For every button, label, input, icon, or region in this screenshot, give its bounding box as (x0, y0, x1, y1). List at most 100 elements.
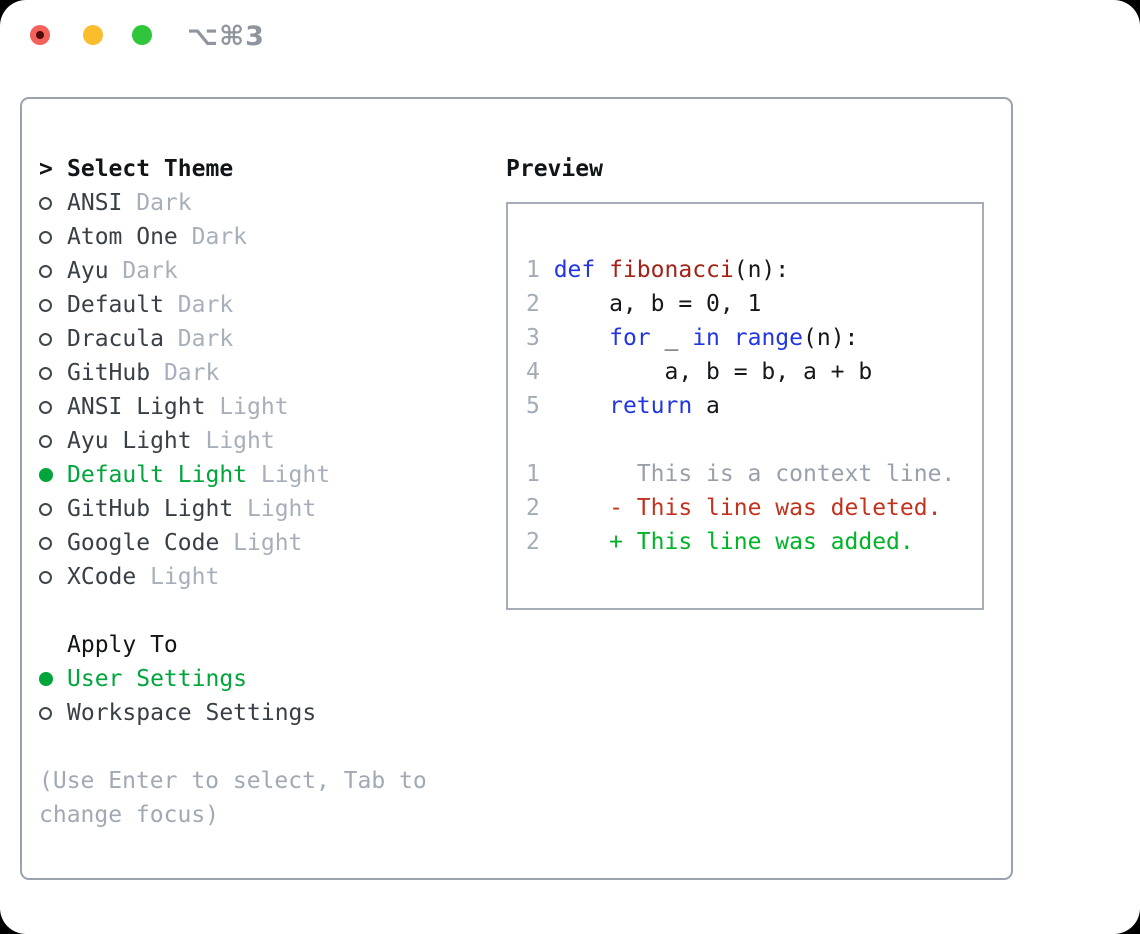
option-label: Dracula (67, 326, 164, 352)
option-variant-label: Dark (136, 190, 192, 216)
option-variant-label: Light (150, 564, 220, 590)
preview-line: 2 a, b = 0, 1 (526, 287, 982, 321)
option-label: Atom One (67, 224, 178, 250)
radio-icon (39, 196, 52, 210)
option-label: Workspace Settings (67, 700, 317, 726)
close-button[interactable] (30, 25, 50, 45)
preview-line: 5 return a (526, 389, 982, 423)
preview-line: 4 a, b = b, a + b (526, 355, 982, 389)
option-variant-label: Dark (122, 258, 178, 284)
radio-icon (39, 298, 52, 312)
theme-list-header: > Select Theme (39, 152, 489, 186)
code-token (540, 393, 609, 419)
code-token (720, 325, 734, 351)
code-token: _ (650, 325, 693, 351)
radio-icon (39, 570, 52, 584)
preview-line: 3 for _ in range(n): (526, 321, 982, 355)
radio-icon (39, 332, 52, 346)
radio-icon (39, 366, 52, 380)
theme-option-google-code[interactable]: Google Code Light (39, 526, 489, 560)
line-number: 1 (526, 461, 540, 487)
code-token: a, b = 0, 1 (539, 291, 762, 317)
line-number: 1 (526, 257, 540, 283)
code-token: - This line was deleted. (609, 495, 942, 521)
code-token: fibonacci (609, 257, 734, 283)
line-number: 2 (526, 291, 540, 317)
option-label: XCode (67, 564, 137, 590)
option-variant-label: Light (219, 394, 289, 420)
option-label: User Settings (67, 666, 248, 692)
option-label: Ayu (67, 258, 109, 284)
theme-option-dracula[interactable]: Dracula Dark (39, 322, 489, 356)
code-token (595, 257, 609, 283)
theme-option-github-light[interactable]: GitHub Light Light (39, 492, 489, 526)
option-variant-label: Dark (177, 326, 234, 352)
theme-list-title: Select Theme (67, 156, 234, 182)
option-variant-label: Light (247, 496, 317, 522)
option-variant-label: Dark (163, 360, 220, 386)
option-label: GitHub (67, 360, 151, 386)
option-variant-label: Light (205, 428, 275, 454)
option-variant-label: Light (260, 462, 331, 488)
code-token: a (692, 393, 720, 419)
radio-icon (39, 434, 52, 448)
preview-line: 1 def fibonacci(n): (526, 253, 982, 287)
option-label: GitHub Light (67, 496, 234, 522)
code-token: in (692, 325, 720, 351)
theme-option-xcode[interactable]: XCode Light (39, 560, 489, 594)
line-number: 4 (526, 359, 540, 385)
apply-to-title: Apply To (67, 632, 178, 658)
preview-line: 2 + This line was added. (526, 525, 982, 559)
theme-option-ayu-light[interactable]: Ayu Light Light (39, 424, 489, 458)
code-token (540, 325, 609, 351)
code-token: return (609, 393, 693, 419)
option-variant-label: Dark (191, 224, 248, 250)
theme-option-ansi-light[interactable]: ANSI Light Light (39, 390, 489, 424)
preview-title: Preview (506, 156, 603, 182)
window-shortcut-label: ⌥⌘3 (187, 21, 265, 52)
radio-icon (39, 502, 52, 516)
code-token (540, 529, 609, 555)
option-label: Default (67, 292, 164, 318)
code-token: a, b = b, a + b (539, 359, 873, 385)
code-token: (n): (803, 325, 859, 351)
code-token: range (733, 325, 803, 351)
line-number: 5 (526, 393, 540, 419)
zoom-button[interactable] (132, 25, 152, 45)
theme-option-atom-one[interactable]: Atom One Dark (39, 220, 489, 254)
code-token: def (553, 257, 596, 283)
option-label: ANSI Light (67, 394, 206, 420)
radio-icon (39, 536, 52, 550)
theme-option-ayu[interactable]: Ayu Dark (39, 254, 489, 288)
apply-option-workspace-settings[interactable]: Workspace Settings (39, 696, 489, 730)
line-number: 3 (526, 325, 540, 351)
option-label: Google Code (67, 530, 220, 556)
code-token: This is a context line. (539, 461, 956, 487)
preview-line (526, 423, 982, 457)
minimize-button[interactable] (83, 25, 103, 45)
option-variant-label: Dark (177, 292, 234, 318)
apply-option-user-settings[interactable]: User Settings (39, 662, 489, 696)
focus-caret-icon: > (39, 156, 53, 182)
radio-selected-icon (39, 672, 53, 686)
preview-column: Preview 1 def fibonacci(n):2 a, b = 0, 1… (506, 152, 984, 610)
radio-selected-icon (39, 468, 53, 482)
option-label: Ayu Light (67, 428, 192, 454)
theme-option-github[interactable]: GitHub Dark (39, 356, 489, 390)
radio-icon (39, 264, 52, 278)
preview-line: 2 - This line was deleted. (526, 491, 982, 525)
code-token: (n): (733, 257, 790, 283)
keyboard-hint: (Use Enter to select, Tab to change focu… (39, 768, 427, 828)
theme-option-default[interactable]: Default Dark (39, 288, 489, 322)
option-variant-label: Light (233, 530, 303, 556)
radio-icon (39, 400, 52, 414)
